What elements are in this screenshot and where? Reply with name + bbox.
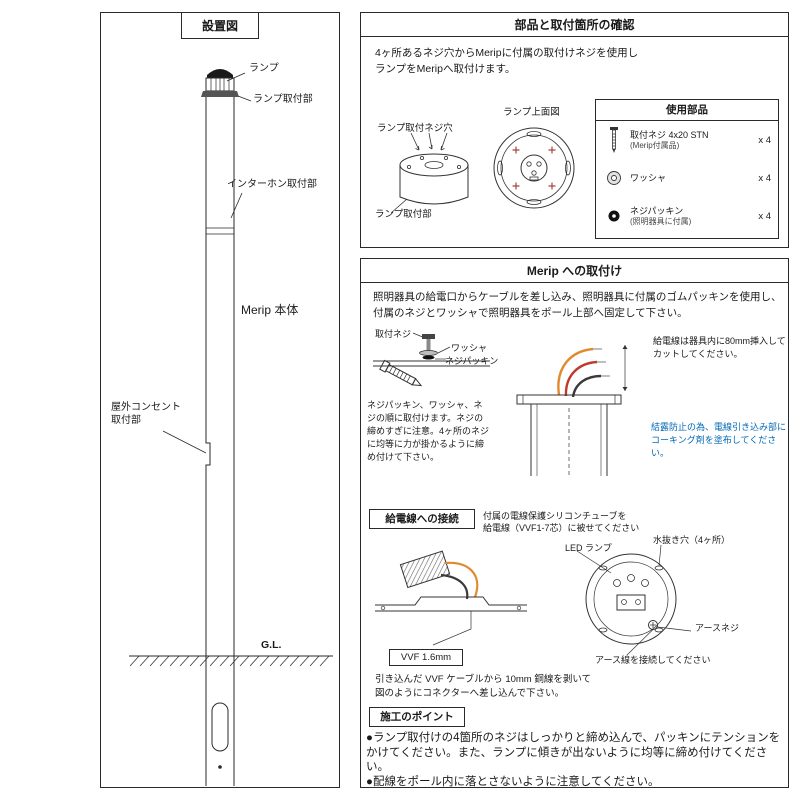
install-intro-text: 照明器具の給電口からケーブルを差し込み、照明器具に付属のゴムパッキンを使用し、 … <box>373 291 782 319</box>
screw-order-note: ネジパッキン、ワッシャ、ネジの順に取付けます。ネジの締めすぎに注意。4ヶ所のネジ… <box>367 400 490 462</box>
connector-diagram <box>375 550 527 646</box>
pole-top-cylinder-diagram <box>390 133 469 214</box>
screw-assembly-diagram <box>373 332 490 387</box>
strip-wire-note: 引き込んだ VVF ケーブルから 10mm 銅線を剥いて 図のようにコネクターへ… <box>375 674 592 699</box>
left-panel-title: 設置図 <box>180 12 260 39</box>
label-intercom-mount: インターホン取付部 <box>227 179 317 190</box>
label-drain-holes: 水抜き穴（4ヶ所） <box>653 535 731 545</box>
lamp-top-view-diagram <box>493 127 575 209</box>
construction-point: ●ランプ取付けの4箇所のネジはしっかりと締め込んで、パッキンにテンションをかけて… <box>366 732 781 773</box>
construction-point: ●配線をポール内に落とさないように注意してください。 <box>366 775 660 788</box>
label-lamp: ランプ <box>249 63 279 74</box>
construction-points: ●ランプ取付けの4箇所のネジはしっかりと締め込んで、パッキンにテンションをかけて… <box>366 731 786 789</box>
label-lamp-screw-holes: ランプ取付ネジ穴 <box>377 123 453 134</box>
part-qty: x 4 <box>758 134 771 146</box>
screw-icon <box>604 126 624 154</box>
label-lamp-mount: ランプ取付部 <box>253 94 313 105</box>
label-washer: ワッシャ <box>451 343 488 353</box>
label-merip-body: Merip 本体 <box>241 303 299 317</box>
cable-entry-diagram <box>516 345 628 476</box>
part-qty: x 4 <box>758 172 771 184</box>
label-outlet-mount: 屋外コンセント 取付部 <box>111 402 181 426</box>
part-row-screw: 取付ネジ 4x20 STN (Merip付属品) x 4 <box>596 121 778 159</box>
installation-diagram-panel: 設置図 <box>100 12 340 788</box>
part-note: (照明器具に付属) <box>630 216 692 226</box>
part-name: ネジパッキン <box>630 205 684 216</box>
label-ground-line: G.L. <box>261 639 282 651</box>
silicone-tube-note: 付属の電線保護シリコンチューブを 給電線（VVF1-7芯）に被せてください <box>483 511 640 533</box>
washer-icon <box>604 170 624 186</box>
feed-cut-note: 給電線は器具内に80mm挿入して カットしてください。 <box>653 336 786 359</box>
parts-intro-text: 4ヶ所あるネジ穴からMeripに付属の取付けネジを使用し ランプをMeripへ取… <box>375 47 639 75</box>
label-lamp-top-view: ランプ上面図 <box>503 107 560 118</box>
installation-steps-panel: Merip への取付け 照明器具の給電口からケーブルを差し込み、照明器具に付属の… <box>360 258 789 788</box>
label-earth-screw: アースネジ <box>695 623 740 633</box>
parts-panel-title: 部品と取付箇所の確認 <box>361 13 788 37</box>
lamp-bottom-view-diagram <box>576 544 692 656</box>
parts-check-panel: 部品と取付箇所の確認 4ヶ所あるネジ穴からMeripに付属の取付けネジを使用し … <box>360 12 789 248</box>
label-lamp-mount-part: ランプ取付部 <box>375 209 432 220</box>
used-parts-title: 使用部品 <box>596 100 778 121</box>
pole-diagram <box>129 69 333 786</box>
connection-section-heading: 給電線への接続 <box>369 509 475 529</box>
points-section-heading: 施工のポイント <box>369 707 465 727</box>
part-note: (Merip付属品) <box>630 140 680 150</box>
part-qty: x 4 <box>758 210 771 222</box>
part-name: ワッシャ <box>630 172 667 183</box>
part-name: 取付ネジ 4x20 STN <box>630 129 709 140</box>
packing-icon <box>604 209 624 223</box>
caulk-note: 結露防止の為、電線引き込み部に コーキング剤を塗布してください。 <box>651 422 787 458</box>
install-panel-title: Merip への取付け <box>361 259 788 283</box>
label-led-lamp: LED ランプ <box>565 543 612 553</box>
label-earth-wire: アース線を接続してください <box>595 655 711 665</box>
vvf-cable-label: VVF 1.6mm <box>389 649 463 666</box>
part-row-packing: ネジパッキン (照明器具に付属) x 4 <box>596 197 778 235</box>
label-mount-screw: 取付ネジ <box>375 329 412 339</box>
part-row-washer: ワッシャ x 4 <box>596 159 778 197</box>
used-parts-box: 使用部品 取付ネジ 4x20 STN (Merip付属品) x 4 <box>595 99 779 239</box>
